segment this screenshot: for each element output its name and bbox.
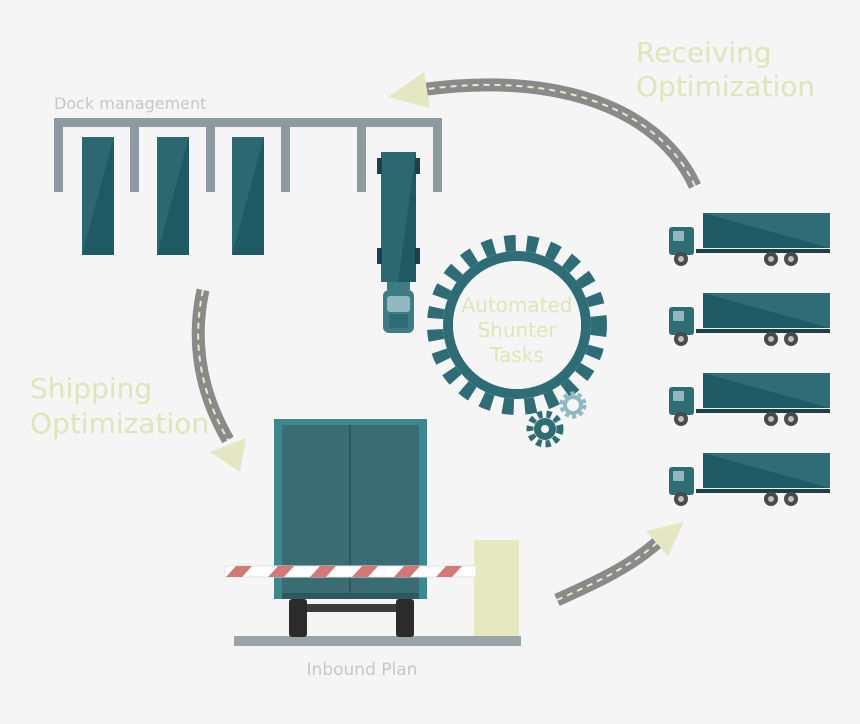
inbound-plan-label: Inbound Plan xyxy=(307,660,418,680)
docked-trailer xyxy=(232,137,264,255)
svg-text:Shipping: Shipping xyxy=(30,372,152,405)
automated-shunter-tasks-label: Automated Shunter Tasks xyxy=(461,293,572,367)
docked-trailer xyxy=(157,137,189,255)
small-gear-icon xyxy=(559,391,587,419)
dock-post xyxy=(357,127,366,192)
svg-text:Shunter: Shunter xyxy=(477,318,557,342)
docked-trailer xyxy=(82,137,114,255)
road-arrow-icon xyxy=(191,288,234,444)
ground-line xyxy=(234,636,521,646)
gate-post xyxy=(474,540,519,636)
truck-icon xyxy=(669,373,830,426)
truck-icon xyxy=(669,213,830,266)
dock-management-label: Dock management xyxy=(54,94,206,113)
barrier-arm xyxy=(224,565,477,578)
shipping-optimization-label: Shipping Optimization xyxy=(30,372,209,440)
truck-icon xyxy=(669,453,830,506)
road-arrow-receiving xyxy=(388,72,701,189)
svg-text:Optimization: Optimization xyxy=(636,70,815,103)
truck-rear-view xyxy=(274,419,427,637)
svg-text:Automated: Automated xyxy=(461,293,572,317)
road-arrow-shipping xyxy=(191,288,246,472)
truck-icon xyxy=(669,293,830,346)
road-arrow-inbound xyxy=(554,522,684,606)
dock-post xyxy=(433,118,442,192)
small-gear-icon xyxy=(526,410,564,448)
inbound-gate: Inbound Plan xyxy=(224,419,521,680)
dock-post xyxy=(206,127,215,192)
dock-management: Dock management xyxy=(54,94,442,333)
svg-text:Receiving: Receiving xyxy=(636,36,772,69)
receiving-optimization-label: Receiving Optimization xyxy=(636,36,815,103)
dock-post xyxy=(130,127,139,192)
svg-text:Optimization: Optimization xyxy=(30,407,209,440)
gear-icon xyxy=(427,235,607,415)
svg-text:Tasks: Tasks xyxy=(489,343,544,367)
dock-post xyxy=(54,118,63,192)
dock-frame-top xyxy=(54,118,442,127)
dock-post xyxy=(281,127,290,192)
shunter-truck-top-view xyxy=(377,152,420,333)
road-arrow-icon xyxy=(554,535,665,606)
